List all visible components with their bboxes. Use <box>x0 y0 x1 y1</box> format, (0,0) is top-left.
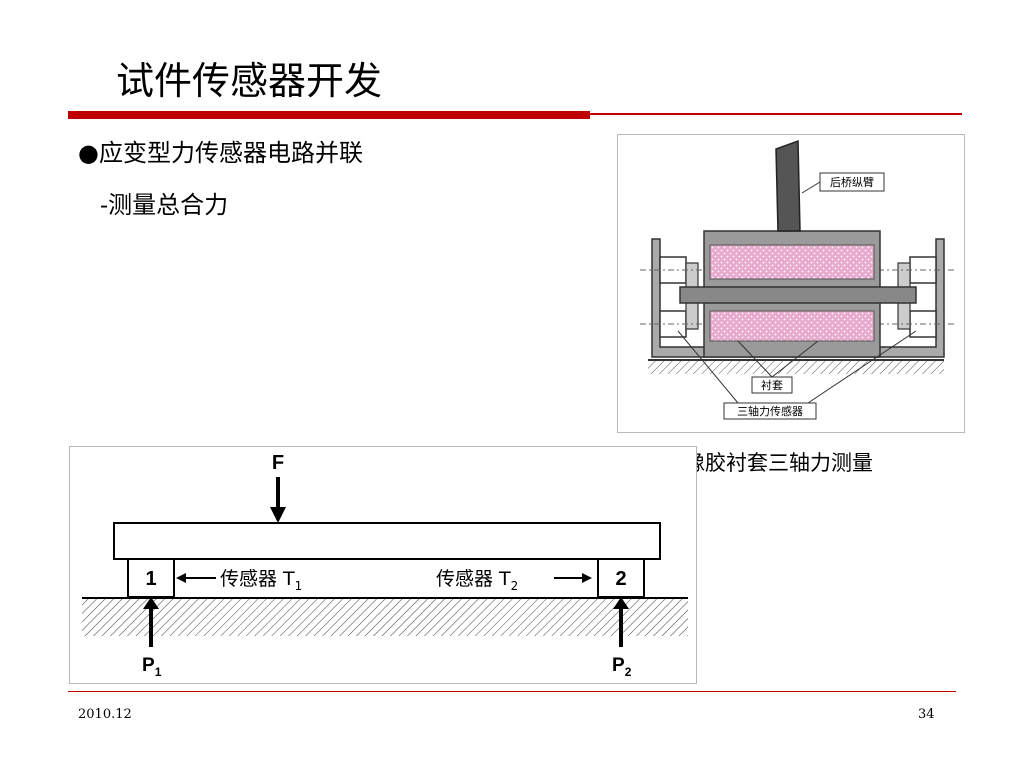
bushing-figure: 后桥纵臂 衬套 三轴力传感器 <box>617 134 965 433</box>
footer-date: 2010.12 <box>78 707 132 722</box>
bushing-diagram: 后桥纵臂 衬套 三轴力传感器 <box>640 139 956 420</box>
reaction-arrow-1 <box>143 597 159 609</box>
sensor-1-number: 1 <box>145 568 156 590</box>
reaction-label-1: P1 <box>142 655 162 679</box>
bullet-text: ●应变型力传感器电路并联 <box>78 139 363 167</box>
trailing-arm <box>775 139 801 232</box>
reaction-label-2: P2 <box>612 655 632 679</box>
rubber-upper <box>709 244 875 280</box>
sensor2-pointer <box>582 573 592 583</box>
title-underline-thick <box>68 111 590 119</box>
figure-caption: 橡胶衬套三轴力测量 <box>684 451 873 475</box>
title-underline-thin <box>590 113 962 115</box>
beam <box>113 522 661 560</box>
sub-bullet-text: -测量总合力 <box>100 191 229 219</box>
bushing-ground <box>648 360 944 374</box>
rubber-lower <box>709 310 875 342</box>
label-box-sensor <box>723 402 817 420</box>
sensor-block-1 <box>127 558 175 598</box>
beam-ground <box>82 598 688 636</box>
sensor1-pointer <box>176 573 186 583</box>
sensor-2-number: 2 <box>615 568 626 590</box>
force-label: F <box>272 452 284 474</box>
reaction-arrow-2 <box>613 597 629 609</box>
force-arrow <box>270 507 286 523</box>
footer-rule <box>68 691 956 692</box>
axle <box>679 286 917 304</box>
label-arm: 后桥纵臂 <box>830 176 874 189</box>
page-number: 34 <box>918 707 935 722</box>
slide-title: 试件传感器开发 <box>116 59 383 103</box>
label-bushing: 衬套 <box>761 379 783 392</box>
label-sensor: 三轴力传感器 <box>737 404 803 418</box>
